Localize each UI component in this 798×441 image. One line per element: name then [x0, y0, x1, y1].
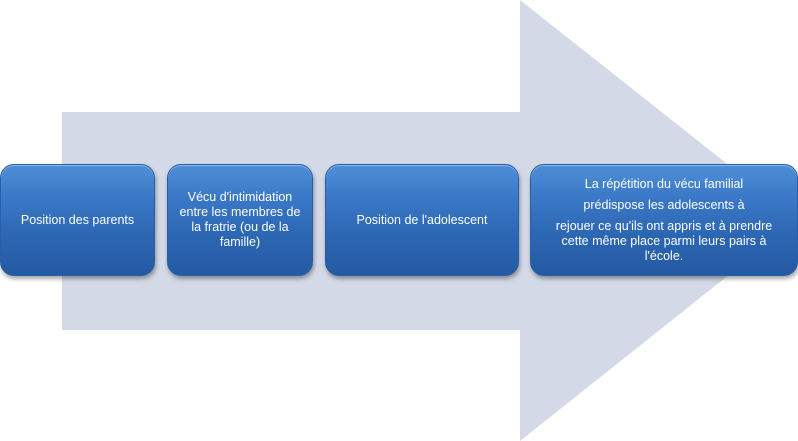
step-label: Vécu d'intimidation entre les membres de…: [179, 190, 301, 249]
step-line: l'école.: [644, 248, 684, 263]
step-label: Position des parents: [20, 212, 135, 227]
step-line: La répétition du vécu familial: [584, 176, 744, 191]
step-line: prédispose les adolescents à: [583, 197, 745, 212]
step-label: Position de l'adolescent: [356, 212, 488, 227]
step-box-vecu-intimidation: Vécu d'intimidation entre les membres de…: [167, 164, 313, 276]
step-box-repetition: La répétition du vécu familial prédispos…: [530, 164, 798, 276]
step-line: rejouer ce qu'ils ont appris et à prendr…: [555, 218, 773, 233]
step-box-position-parents: Position des parents: [0, 164, 155, 276]
step-line: cette même place parmi leurs pairs à: [561, 233, 767, 248]
step-box-position-adolescent: Position de l'adolescent: [325, 164, 519, 276]
